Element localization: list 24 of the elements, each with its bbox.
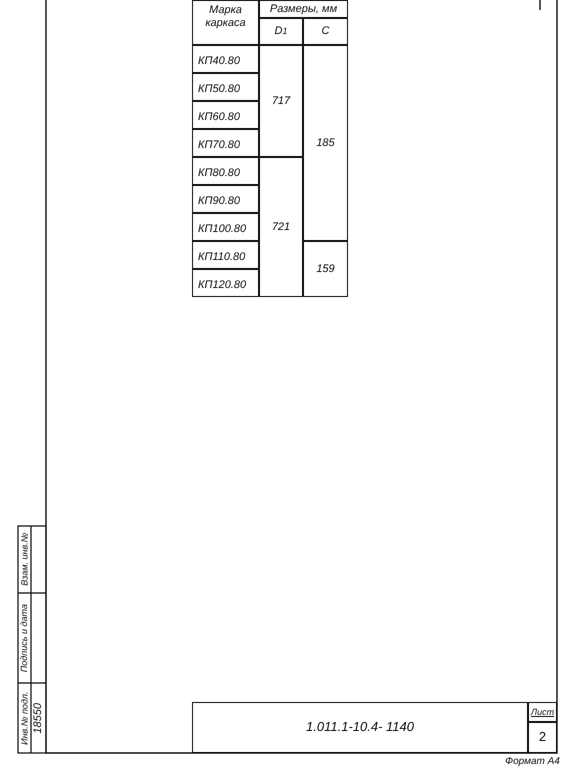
sheet-number: 2	[528, 722, 557, 753]
table-cell: КП100.80	[192, 213, 259, 241]
table-cell: 185	[303, 45, 348, 241]
header-cell: Марка каркаса	[192, 0, 259, 45]
table-cell: КП40.80	[192, 45, 259, 73]
table-cell: 717	[259, 45, 303, 157]
table-cell: 721	[259, 157, 303, 297]
stamp-field-label: Взам. инв.№	[19, 532, 30, 586]
table-cell: КП80.80	[192, 157, 259, 185]
table-cell: КП60.80	[192, 101, 259, 129]
header-cell: С	[303, 18, 348, 45]
table-cell: 159	[303, 241, 348, 297]
table-cell: КП50.80	[192, 73, 259, 101]
sheet-label: Лист	[528, 702, 557, 722]
document-code: 1.011.1-10.4- 1140	[192, 702, 528, 753]
table-cell: КП90.80	[192, 185, 259, 213]
header-cell: Размеры, мм	[259, 0, 348, 18]
table-cell: КП120.80	[192, 269, 259, 297]
table-cell: КП70.80	[192, 129, 259, 157]
stamp-field-label: Подпись и дата	[19, 604, 30, 672]
table-cell: КП110.80	[192, 241, 259, 269]
stamp-field-label: Инв.№ подл.	[19, 691, 30, 745]
stamp-field-value: 18550	[32, 702, 45, 734]
format-label: Формат А4	[504, 754, 561, 769]
